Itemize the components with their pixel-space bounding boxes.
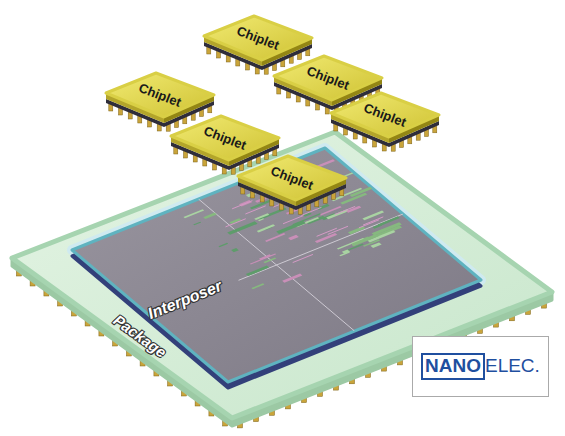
circuit-trace (290, 180, 310, 188)
circuit-trace (231, 248, 239, 252)
circuit-trace (282, 274, 302, 283)
circuit-trace (283, 216, 303, 224)
chiplet-top (171, 116, 279, 160)
chiplet-top (106, 73, 214, 117)
circuit-trace (301, 207, 321, 215)
divider-line (239, 214, 403, 280)
circuit-trace (363, 217, 383, 225)
circuit-trace (255, 197, 267, 203)
circuit-trace (339, 251, 350, 256)
circuit-trace (286, 208, 300, 215)
circuit-trace (350, 187, 373, 197)
circuit-trace (317, 228, 337, 236)
circuit-trace (362, 211, 384, 221)
logo-box: NANOELEC. (412, 336, 549, 397)
circuit-trace (245, 206, 265, 214)
circuit-trace (250, 253, 276, 264)
chiplet-body (327, 91, 443, 157)
circuit-trace (258, 207, 286, 219)
circuit-trace (315, 233, 337, 243)
circuit-trace (219, 243, 229, 247)
circuit-trace (225, 219, 245, 227)
circuit-trace (232, 201, 252, 209)
circuit-trace (332, 172, 353, 181)
circuit-trace (246, 266, 269, 276)
circuit-trace (276, 221, 306, 234)
circuit-trace (307, 216, 326, 224)
circuit-trace (348, 226, 365, 234)
circuit-trace (305, 195, 328, 205)
circuit-trace (265, 233, 285, 242)
circuit-trace (306, 168, 321, 175)
circuit-trace (275, 188, 293, 196)
circuit-trace (317, 204, 330, 210)
circuit-trace (288, 235, 299, 241)
circuit-trace (293, 254, 313, 262)
chiplet-top (331, 93, 439, 137)
circuit-trace (259, 254, 271, 260)
chiplet: Chiplet (234, 154, 350, 220)
circuit-trace (258, 218, 264, 221)
chiplet: Chiplet (327, 91, 443, 157)
circuit-trace (310, 159, 335, 170)
circuit-trace (276, 177, 299, 187)
logo-text: ELEC. (485, 356, 540, 377)
circuit-trace (193, 222, 201, 226)
circuit-trace (351, 234, 378, 246)
circuit-trace (370, 242, 381, 248)
circuit-trace (309, 187, 325, 194)
circuit-trace (281, 175, 295, 182)
circuit-trace (263, 257, 276, 263)
circuit-texture (161, 148, 481, 346)
logo-mark: NANO (421, 353, 485, 380)
circuit-trace (320, 194, 330, 199)
circuit-trace (257, 224, 275, 232)
circuit-trace (273, 199, 293, 207)
chiplet-top (274, 56, 382, 100)
circuit-trace (332, 196, 344, 202)
circuit-trace (251, 283, 264, 289)
circuit-trace (246, 192, 256, 197)
chiplet-body (234, 154, 350, 220)
circuit-trace (227, 221, 257, 234)
circuit-trace (359, 220, 379, 228)
circuit-trace (203, 213, 217, 219)
circuit-trace (312, 187, 332, 195)
chiplet-top (204, 16, 312, 60)
package-top (12, 132, 552, 418)
circuit-trace (183, 209, 204, 218)
circuit-trace (318, 182, 334, 190)
circuit-trace (304, 196, 311, 199)
circuit-trace (335, 206, 355, 214)
